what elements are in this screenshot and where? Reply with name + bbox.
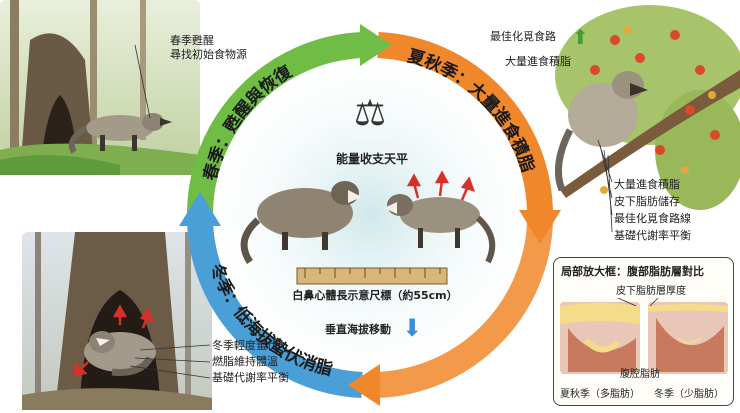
spring-stage-label: 春季：甦醒與恢復 bbox=[199, 61, 296, 183]
descent-label: 垂直海拔移動 bbox=[325, 323, 391, 336]
cycle-arrowheads bbox=[179, 24, 561, 406]
fat-layer-thickness-label: 皮下脂肪層厚度 bbox=[616, 286, 686, 297]
winter-forest-scene bbox=[22, 232, 212, 410]
winter-effort-arrows bbox=[73, 304, 155, 377]
leader-lines bbox=[129, 44, 613, 379]
summer-note: 大量進食積脂 bbox=[614, 178, 680, 191]
winter-note: 冬季輕度蟄伏 bbox=[212, 339, 278, 352]
spring-note: 春季甦醒 bbox=[170, 34, 214, 47]
summer-notes: 大量進食積脂 皮下脂肪儲存 最佳化覓食路線 基礎代謝率平衡 bbox=[614, 176, 691, 244]
winter-note: 基礎代謝率平衡 bbox=[212, 371, 289, 384]
summer-note: 最佳化覓食路線 bbox=[614, 212, 691, 225]
summer-caption: 夏秋季（多脂肪） bbox=[560, 389, 640, 400]
zoom-panel-title: 局部放大框：腹部脂肪層對比 bbox=[561, 265, 704, 278]
winter-caption: 冬季（少脂肪） bbox=[654, 389, 724, 400]
energy-cycle-ring bbox=[186, 32, 554, 398]
plump-civet-figure bbox=[240, 181, 362, 264]
lean-civet-figure bbox=[384, 194, 496, 264]
down-arrow-icon: ⬇ bbox=[402, 314, 423, 342]
summer-note: 皮下脂肪儲存 bbox=[614, 195, 680, 208]
spring-notes: 春季甦醒 尋找初始食物源 bbox=[170, 34, 247, 62]
fat-gain-label: 大量進食積脂 bbox=[505, 55, 571, 68]
fruit-tree-scene bbox=[545, 0, 740, 240]
up-arrow-icon: ⬆ bbox=[572, 25, 589, 49]
summer-note: 基礎代謝率平衡 bbox=[614, 229, 691, 242]
energy-loss-arrows bbox=[406, 170, 476, 201]
fat-layer-comparison-illustration bbox=[560, 298, 728, 374]
route-label: 最佳化覓食路 bbox=[490, 30, 556, 43]
ruler-label: 白鼻心體長示意尺標（約55cm） bbox=[292, 289, 458, 302]
body-length-ruler bbox=[296, 267, 448, 285]
winter-note: 燃脂維持體溫 bbox=[212, 355, 278, 368]
winter-notes: 冬季輕度蟄伏 燃脂維持體溫 基礎代謝率平衡 bbox=[212, 338, 289, 386]
balance-label: 能量收支天平 bbox=[335, 152, 408, 166]
cavity-fat-label: 腹腔脂肪 bbox=[620, 369, 660, 380]
fat-layer-zoom-panel: 局部放大框：腹部脂肪層對比 皮下脂肪層厚度 腹腔脂肪 夏秋季（多脂肪） 冬季（少… bbox=[553, 257, 734, 406]
spring-forest-scene bbox=[0, 0, 200, 176]
balance-scale-icon: ⚖ bbox=[353, 93, 387, 134]
spring-note: 尋找初始食物源 bbox=[170, 48, 247, 61]
